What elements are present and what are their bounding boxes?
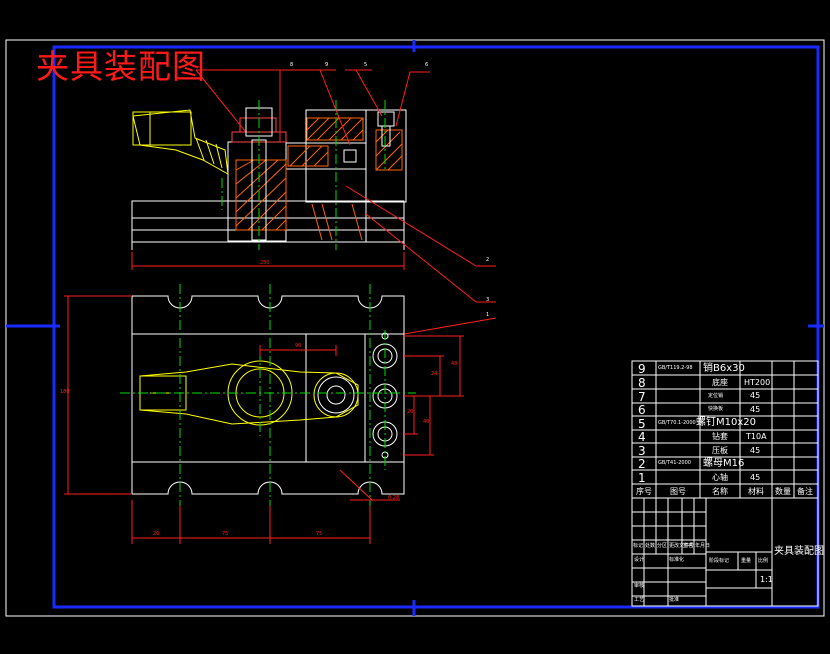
dim-detail: 0.28 bbox=[388, 495, 400, 501]
dim-plan-height: 180 bbox=[60, 389, 70, 395]
bom-no-1: 1 bbox=[638, 471, 646, 485]
outer-frame bbox=[5, 39, 825, 617]
bom-header-std: 图号 bbox=[670, 487, 686, 496]
bom-std-5: GB/T70.1-2000 bbox=[658, 420, 696, 426]
title-block-weight: 重量 bbox=[741, 558, 752, 564]
bom-name-4: 钻套 bbox=[712, 432, 728, 441]
balloon-8: 8 bbox=[290, 62, 294, 68]
workpiece-outline bbox=[132, 109, 229, 175]
bom-name-8: 底座 bbox=[712, 378, 728, 387]
bom-no-2: 2 bbox=[638, 457, 646, 471]
bom-header-note: 备注 bbox=[797, 487, 813, 496]
bom-name-5: 螺钉M10x20 bbox=[696, 417, 756, 428]
bom-material-3: 45 bbox=[750, 446, 761, 455]
arm-hatch bbox=[195, 137, 223, 169]
inner-border bbox=[52, 45, 820, 609]
dim-hole-pitch-1: 20 bbox=[407, 409, 414, 415]
balloon-2: 2 bbox=[486, 257, 490, 263]
bom-name-3: 压板 bbox=[712, 446, 728, 455]
bom-name-9: 销B6x30 bbox=[703, 363, 745, 374]
bom-no-3: 3 bbox=[638, 444, 646, 458]
title-block-zone: 分区 bbox=[657, 543, 668, 549]
title-block bbox=[631, 497, 819, 607]
title-block-stage-mark: 阶段标记 bbox=[709, 558, 730, 564]
dim-hole-pitch-2: 40 bbox=[423, 419, 430, 425]
bom-material-1: 45 bbox=[750, 473, 761, 482]
front-centerlines bbox=[221, 100, 386, 250]
title-block-change: 更改文件号 bbox=[669, 543, 695, 549]
bom-no-9: 9 bbox=[638, 362, 646, 376]
bom-no-4: 4 bbox=[638, 430, 646, 444]
bom-name-2: 螺母M16 bbox=[703, 458, 745, 469]
bom-name-1: 心轴 bbox=[712, 473, 728, 482]
title-block-drawing-name: 夹具装配图 bbox=[774, 546, 824, 557]
bom-header-name: 名称 bbox=[712, 487, 728, 496]
bom-std-9: GB/T119.2-98 bbox=[658, 365, 693, 371]
dim-bottom-mid: 75 bbox=[222, 531, 229, 537]
balloon-9: 9 bbox=[325, 62, 329, 68]
bom-material-7: 45 bbox=[750, 391, 761, 400]
bolt-white bbox=[245, 107, 395, 241]
bom-no-8: 8 bbox=[638, 376, 646, 390]
dim-bottom-left: 20 bbox=[153, 531, 160, 537]
balloon-1: 1 bbox=[486, 312, 490, 318]
bom-material-4: T10A bbox=[746, 432, 767, 441]
bom-material-8: HT200 bbox=[744, 378, 771, 387]
title-block-scale: 1:1 bbox=[760, 575, 773, 584]
bom-material-6: 45 bbox=[750, 405, 761, 414]
title-block-count: 处数 bbox=[645, 543, 656, 549]
front-dimension bbox=[131, 252, 405, 270]
dim-top-width: 250 bbox=[260, 260, 270, 266]
title-block-ratio: 比例 bbox=[758, 558, 769, 564]
bom-name-7: 定位销 bbox=[708, 393, 724, 399]
bom-no-5: 5 bbox=[638, 417, 646, 431]
bom-header-material: 材料 bbox=[748, 487, 764, 496]
title-block-design: 设计 bbox=[634, 557, 645, 563]
balloon-6: 6 bbox=[425, 62, 429, 68]
bom-no-7: 7 bbox=[638, 390, 646, 404]
title-block-mark: 标记 bbox=[633, 543, 644, 549]
bom-no-6: 6 bbox=[638, 403, 646, 417]
title-block-approve: 批准 bbox=[669, 597, 680, 603]
dim-right-vert-1: 24 bbox=[431, 371, 438, 377]
dim-bottom-right: 75 bbox=[316, 531, 323, 537]
title-block-process: 工艺 bbox=[634, 597, 645, 603]
plan-view bbox=[131, 295, 405, 495]
bom-name-6: 快换板 bbox=[708, 406, 724, 412]
title-block-standardize: 标准化 bbox=[669, 557, 685, 563]
title-block-sign: 签名 bbox=[683, 543, 694, 549]
dim-right-vert-2: 48 bbox=[451, 361, 458, 367]
drawing-title: 夹具装配图 bbox=[36, 47, 206, 86]
balloon-3: 3 bbox=[486, 297, 490, 303]
bom-header-qty: 数量 bbox=[775, 487, 791, 496]
bom-std-2: GB/T41-2000 bbox=[658, 460, 691, 466]
title-block-review: 审核 bbox=[634, 583, 645, 589]
bom-header-no: 序号 bbox=[636, 487, 652, 496]
dim-center-dist: 90 bbox=[295, 343, 302, 349]
leader-lines bbox=[195, 69, 497, 335]
centering-marks bbox=[6, 40, 824, 616]
balloon-5: 5 bbox=[364, 62, 368, 68]
title-block-date: 年月日 bbox=[695, 543, 711, 549]
plan-centerlines bbox=[120, 284, 416, 506]
plan-dimensions bbox=[64, 295, 464, 544]
